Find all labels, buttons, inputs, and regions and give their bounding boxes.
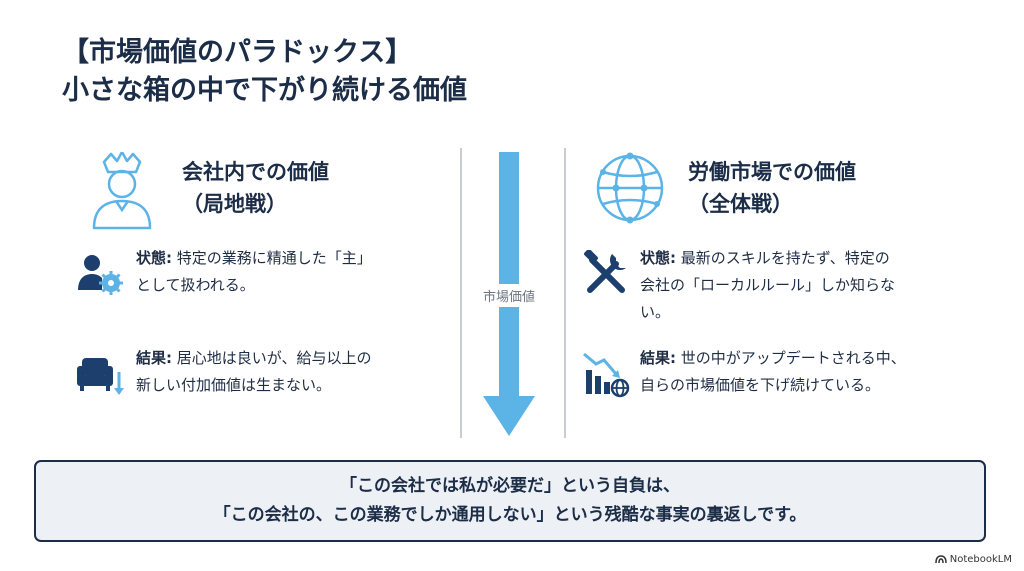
brand-name: NotebookLM (949, 554, 1012, 565)
left-status-line-2: として扱われる。 (136, 276, 255, 294)
right-status-line-3: い。 (640, 303, 671, 321)
person-gear-icon (78, 255, 123, 295)
crowned-person-icon (92, 152, 152, 230)
right-divider (564, 148, 566, 438)
right-status-line-2: 会社の「ローカルルール」しか知らな (640, 276, 896, 294)
left-result-line-1: 居心地は良いが、給与以上の (172, 349, 372, 367)
right-result-line-2: 自らの市場価値を下げ続けている。 (640, 376, 881, 394)
down-arrow-icon (483, 152, 535, 436)
left-heading-line-2: （局地戦） (182, 192, 287, 216)
left-heading: 会社内での価値 （局地戦） (182, 156, 329, 220)
right-result-label: 結果: (640, 349, 676, 367)
left-status-label: 状態: (136, 249, 172, 267)
tools-icon (584, 250, 626, 293)
right-status-label: 状態: (640, 249, 676, 267)
right-status-line-1: 最新のスキルを持たず、特定の (676, 249, 890, 267)
left-status-text: 状態: 特定の業務に精通した「主」 として扱われる。 (136, 245, 456, 299)
title-line-1: 【市場価値のパラドックス】 (62, 37, 413, 68)
left-divider (460, 148, 462, 438)
armchair-down-icon (77, 358, 124, 395)
left-heading-line-1: 会社内での価値 (182, 160, 329, 184)
left-status-line-1: 特定の業務に精通した「主」 (172, 249, 372, 267)
right-result-line-1: 世の中がアップデートされる中、 (676, 349, 906, 367)
summary-line-2: 「この会社の、この業務でしか通用しない」という残酷な事実の裏返しです。 (213, 505, 807, 525)
left-result-line-2: 新しい付加価値は生まない。 (136, 376, 332, 394)
right-heading-line-2: （全体戦） (688, 192, 793, 216)
left-result-text: 結果: 居心地は良いが、給与以上の 新しい付加価値は生まない。 (136, 345, 456, 399)
left-result-label: 結果: (136, 349, 172, 367)
summary-box: 「この会社では私が必要だ」という自負は、 「この会社の、この業務でしか通用しない… (34, 460, 986, 542)
slide-title: 【市場価値のパラドックス】 小さな箱の中で下がり続ける価値 (62, 34, 782, 110)
title-line-2: 小さな箱の中で下がり続ける価値 (62, 75, 467, 106)
declining-chart-globe-icon (583, 352, 630, 398)
brand-watermark: NotebookLM (935, 554, 1012, 565)
right-status-text: 状態: 最新のスキルを持たず、特定の 会社の「ローカルルール」しか知らな い。 (640, 245, 970, 326)
right-heading: 労働市場での価値 （全体戦） (688, 156, 856, 220)
notebooklm-logo-icon (935, 555, 947, 564)
arrow-label: 市場価値 (474, 284, 544, 307)
right-heading-line-1: 労働市場での価値 (688, 160, 856, 184)
globe-network-icon (596, 152, 664, 224)
right-result-text: 結果: 世の中がアップデートされる中、 自らの市場価値を下げ続けている。 (640, 345, 970, 399)
summary-line-1: 「この会社では私が必要だ」という自負は、 (340, 476, 680, 496)
